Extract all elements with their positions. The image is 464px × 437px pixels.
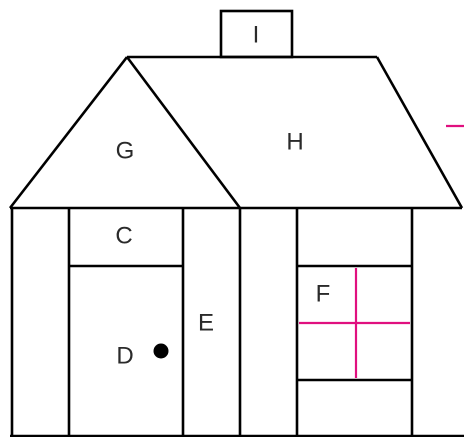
- roof-left-slope: [10, 57, 127, 208]
- label-roof-left: G: [116, 137, 135, 164]
- label-window: F: [316, 280, 331, 307]
- label-wall-strip: E: [198, 309, 214, 336]
- label-roof-right: H: [286, 128, 303, 155]
- label-door-top: C: [115, 222, 132, 249]
- label-chimney: I: [253, 21, 260, 48]
- door-knob-icon: [154, 344, 169, 359]
- label-door: D: [116, 342, 133, 369]
- roof-right-slope: [377, 57, 462, 208]
- roof-gable-slope: [127, 57, 240, 208]
